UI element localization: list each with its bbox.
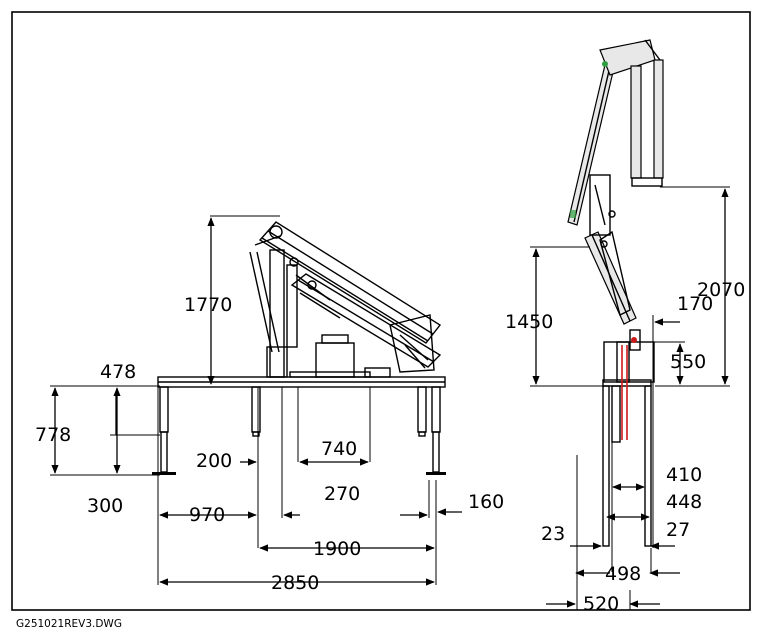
dim-2070: 2070 xyxy=(697,279,745,301)
folded-boom xyxy=(254,221,442,373)
dim-23: 23 xyxy=(541,523,565,545)
dim-410: 410 xyxy=(666,464,702,486)
dim-778: 778 xyxy=(35,424,71,446)
raised-boom xyxy=(567,39,664,325)
dim-27: 27 xyxy=(666,519,690,541)
side-dimensions xyxy=(50,215,462,586)
dim-448: 448 xyxy=(666,491,702,513)
dim-270: 270 xyxy=(324,483,360,505)
dim-1770: 1770 xyxy=(184,294,232,316)
dim-170: 170 xyxy=(677,293,713,315)
dim-970: 970 xyxy=(189,504,225,526)
dim-498: 498 xyxy=(605,563,641,585)
dim-740: 740 xyxy=(321,438,357,460)
dim-550: 550 xyxy=(670,351,706,373)
side-view: 1770 478 778 200 740 300 970 270 160 190… xyxy=(35,215,504,594)
dim-478: 478 xyxy=(100,361,136,383)
dim-1450: 1450 xyxy=(505,311,553,333)
crane-column xyxy=(269,249,285,378)
end-dimensions xyxy=(530,186,730,610)
end-view: 1450 2070 170 550 410 448 27 23 498 520 xyxy=(505,39,745,615)
dim-2850: 2850 xyxy=(271,572,319,594)
dim-1900: 1900 xyxy=(313,538,361,560)
dim-160: 160 xyxy=(468,491,504,513)
outrigger-legs xyxy=(152,386,446,475)
file-name-label: G251021REV3.DWG xyxy=(16,618,122,630)
dim-300: 300 xyxy=(87,495,123,517)
dim-200: 200 xyxy=(196,450,232,472)
dim-520: 520 xyxy=(583,593,619,615)
drawing-frame xyxy=(11,11,751,611)
